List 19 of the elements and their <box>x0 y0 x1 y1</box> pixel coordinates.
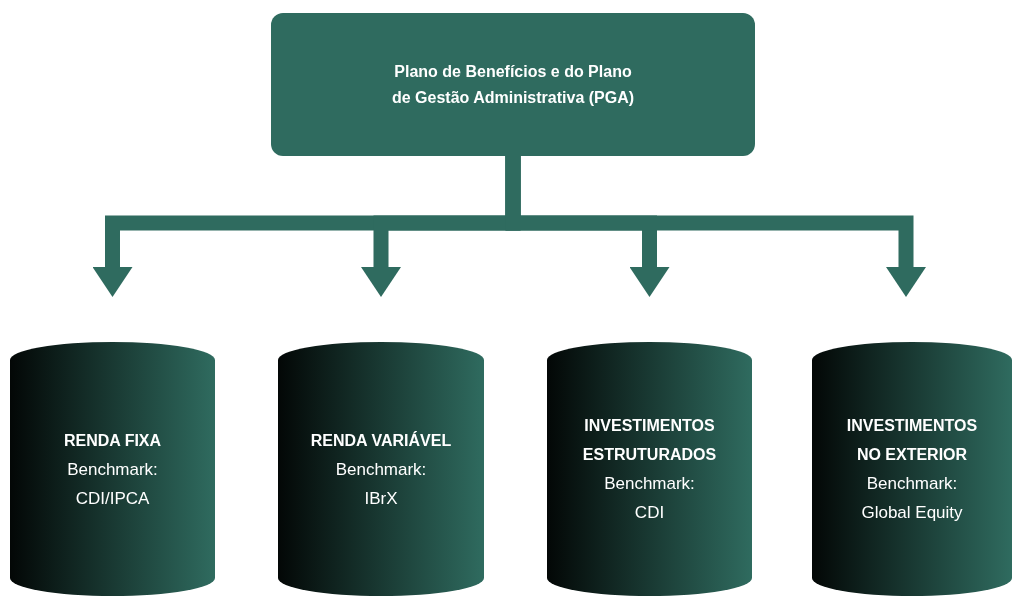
benchmark-label: Benchmark: <box>335 458 427 481</box>
benchmark-value: CDI <box>634 502 665 524</box>
asset-class-title: RENDA FIXA <box>63 430 162 451</box>
benchmark-value: CDI/IPCA <box>75 487 150 510</box>
benchmark-label: Benchmark: <box>866 473 958 495</box>
asset-class-cylinder <box>278 342 484 596</box>
plan-title: Plano de Benefícios e do Plano de Gestão Administrativa (PGA) <box>390 61 636 108</box>
asset-class-cylinder <box>812 342 1012 596</box>
asset-class-title: INVESTIMENTOS NO EXTERIOR <box>845 416 979 465</box>
benchmark-value: IBrX <box>364 487 398 510</box>
benchmark-value: Global Equity <box>861 502 963 524</box>
plan-box <box>271 13 755 156</box>
benchmark-label: Benchmark: <box>604 473 695 495</box>
asset-class-title: INVESTIMENTOS ESTRUTURADOS <box>581 416 718 465</box>
asset-class-title: RENDA VARIÁVEL <box>310 430 452 451</box>
asset-class-cylinder <box>10 342 215 596</box>
benchmark-label: Benchmark: <box>67 458 158 481</box>
connector-arrow <box>505 156 926 297</box>
asset-class-cylinder <box>547 342 752 596</box>
